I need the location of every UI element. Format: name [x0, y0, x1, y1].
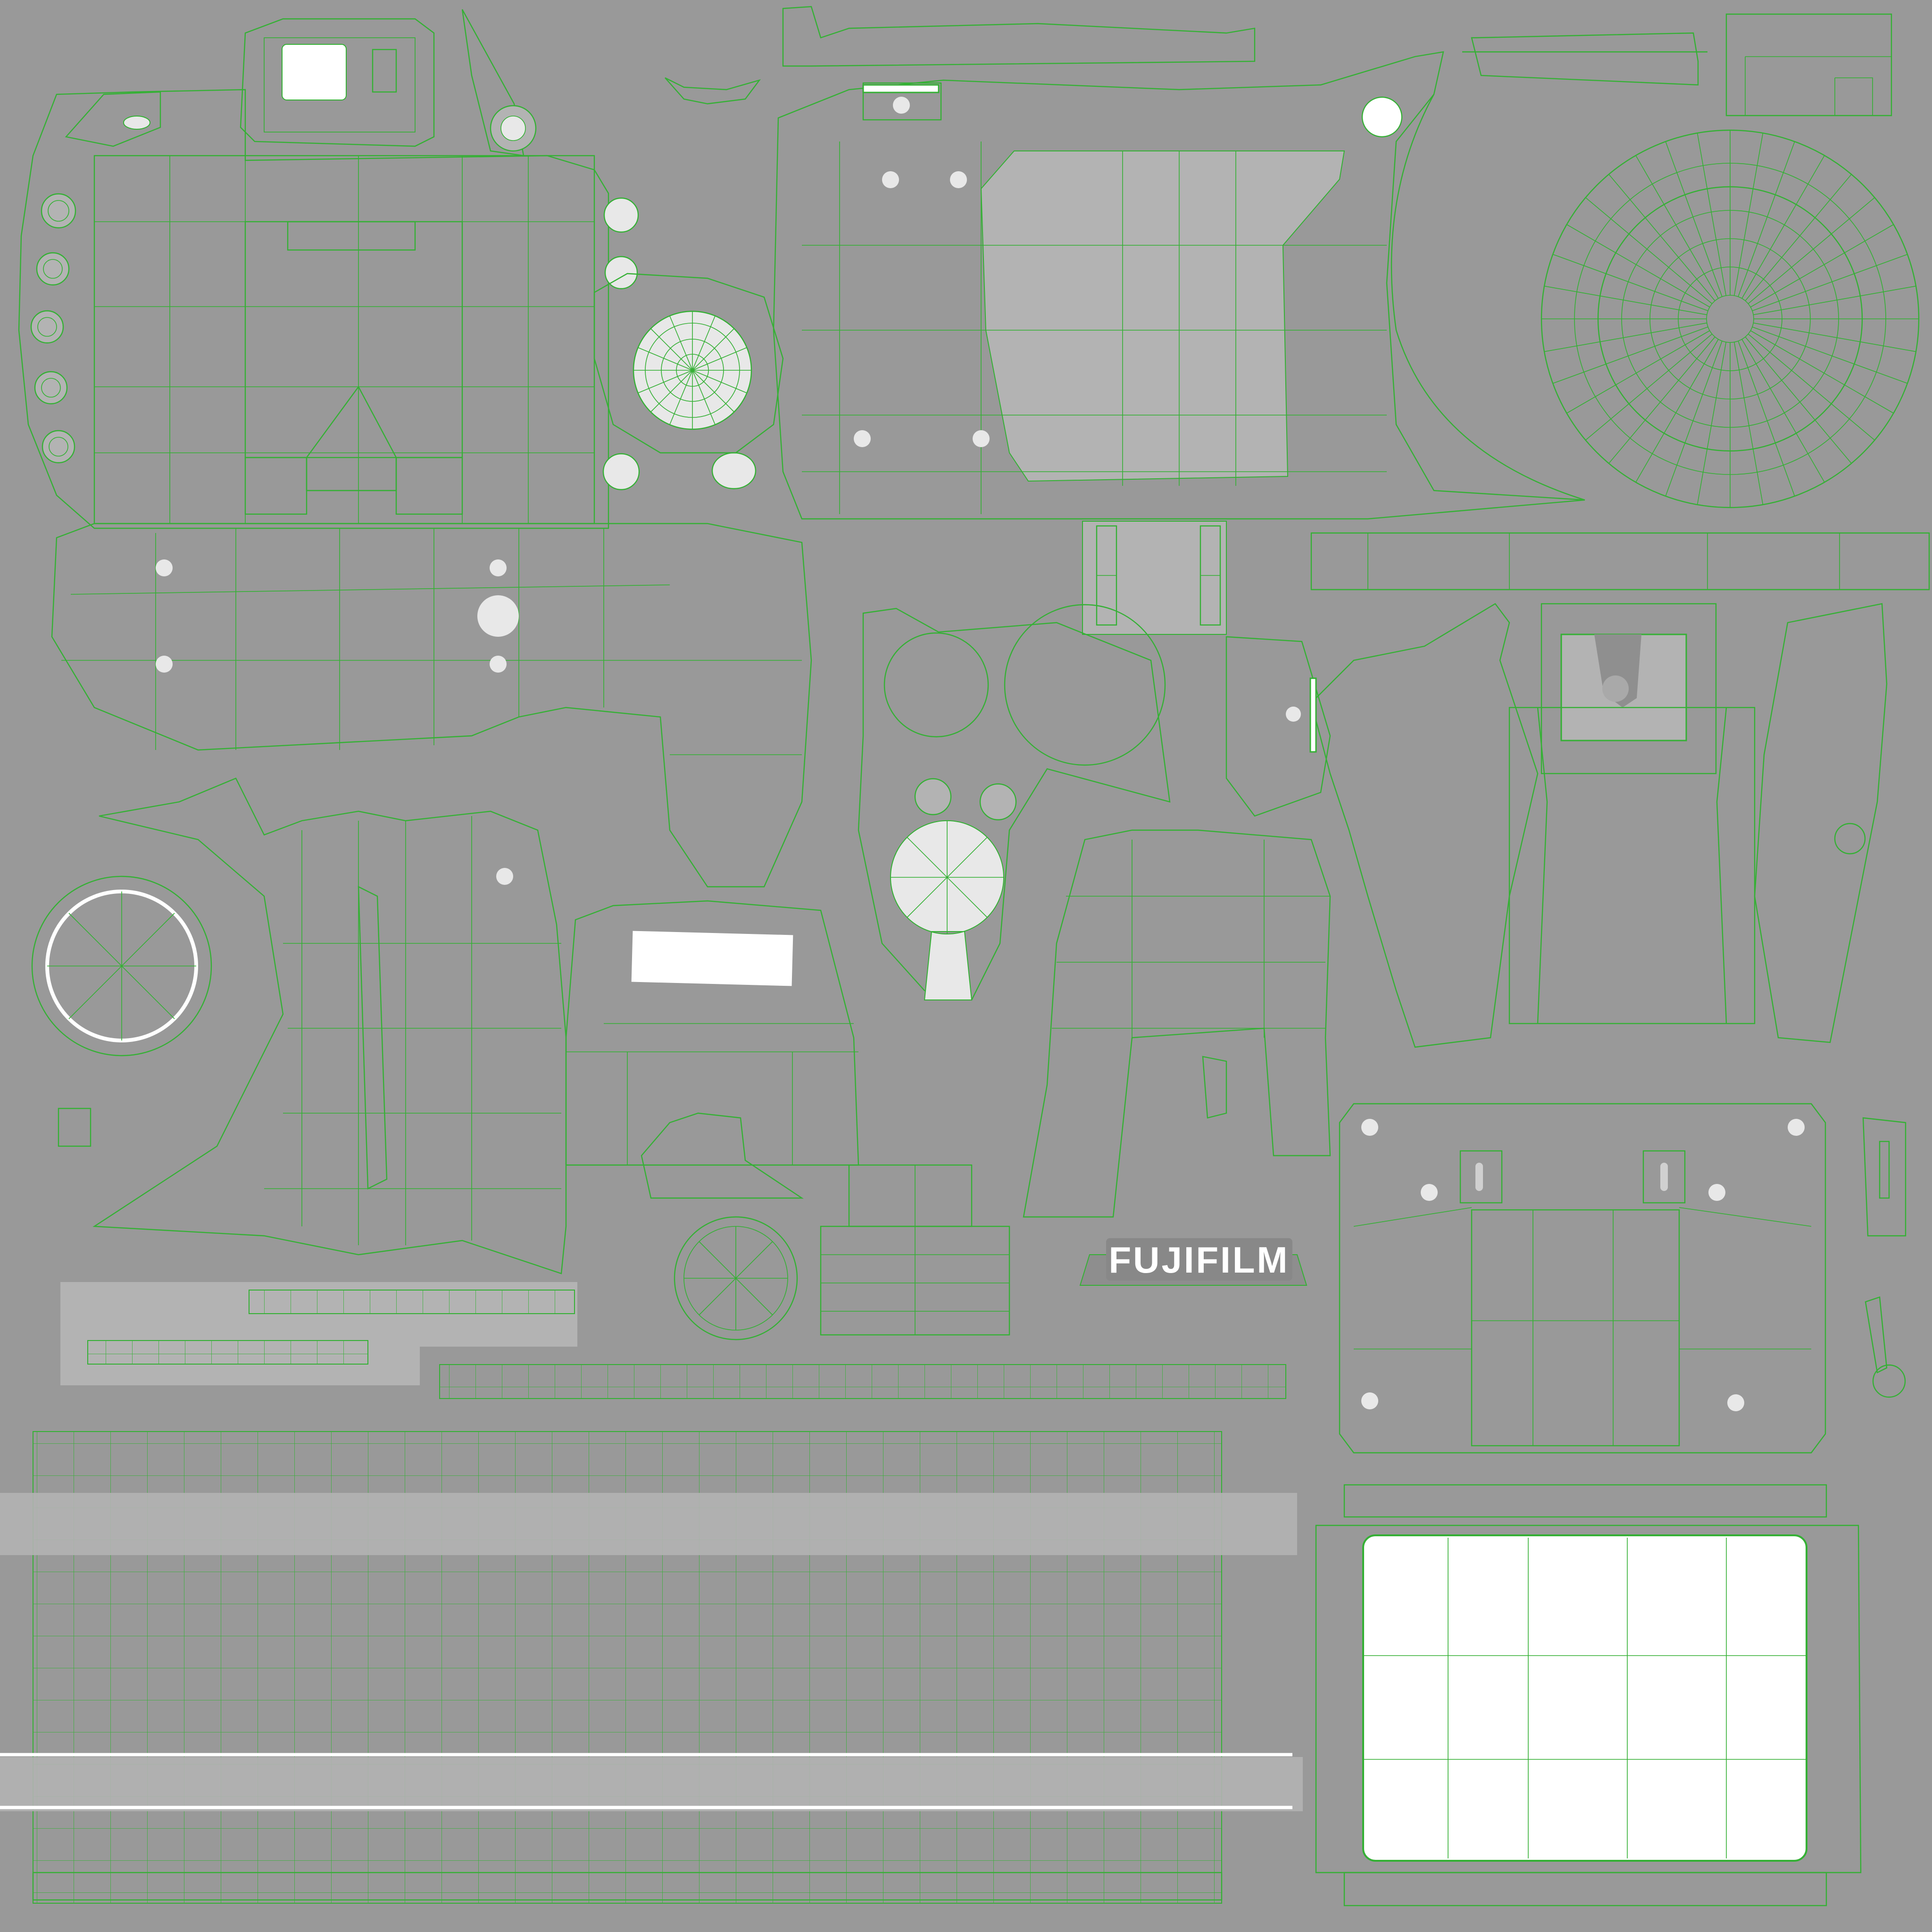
lens-wire-spoke — [1738, 141, 1795, 297]
leather-wrap-grid — [0, 1431, 1303, 1904]
lens-wire-spoke — [1544, 322, 1707, 352]
lever-block — [820, 1164, 1010, 1336]
lens-wire-spoke — [1753, 322, 1916, 352]
lens-wire-spoke — [1750, 330, 1894, 414]
fujifilm-logo-badge: FUJIFILM — [1079, 1238, 1307, 1286]
lens-wire-spoke — [1635, 339, 1719, 483]
lens-wire-spoke — [1697, 133, 1727, 296]
lens-wire-spoke — [1544, 285, 1707, 316]
lens-wire-spoke — [1552, 254, 1708, 311]
lens-wire-spoke — [1741, 155, 1825, 299]
lens-wire-spoke — [1741, 339, 1825, 483]
lens-wire-spoke — [1608, 336, 1715, 464]
lens-wire-spoke — [1566, 330, 1710, 414]
hot-shoe-assembly — [1225, 532, 1930, 1048]
lens-wire-spoke — [1752, 254, 1908, 311]
lens-wire-spoke — [1745, 174, 1852, 301]
four-way-dial — [633, 310, 752, 430]
lens-wire-spoke — [1552, 326, 1708, 384]
lens-wire-spoke — [1665, 141, 1723, 297]
lens-ring-disc — [1391, 94, 1920, 508]
lens-wire-spoke — [1748, 197, 1875, 304]
fujifilm-logo-text: FUJIFILM — [1109, 1239, 1290, 1281]
battery-door-panel — [1082, 521, 1227, 635]
lens-wire-spoke — [1566, 224, 1710, 308]
shutter-dial-disc — [674, 1216, 798, 1341]
lens-wire-spoke — [1750, 224, 1894, 308]
lens-wire-spoke — [1745, 336, 1852, 464]
lens-wire-spoke — [1733, 133, 1764, 296]
grip-side-shell — [31, 777, 567, 1274]
lens-wire-spoke — [1748, 333, 1875, 441]
lens-wire-spoke — [1585, 333, 1713, 441]
lens-wire-spoke — [1752, 326, 1908, 384]
viewfinder-eyepiece — [65, 9, 537, 157]
side-button-column — [30, 193, 76, 464]
lens-wire-spoke — [1608, 174, 1715, 301]
top-plate-piece — [565, 900, 859, 1199]
rear-door-panel — [1339, 1103, 1907, 1454]
bottom-plate — [51, 523, 812, 888]
lcd-screen-panel — [1315, 1484, 1862, 1907]
control-buttons-right-of-lcd — [593, 197, 784, 491]
lens-wire-spoke — [1733, 342, 1764, 505]
lens-wire-spoke — [1738, 341, 1795, 497]
pale-strip-panels — [60, 1282, 1286, 1399]
mode-dial-mount — [858, 604, 1171, 1001]
prism-housing — [1023, 829, 1331, 1218]
front-body-shell — [773, 51, 1585, 520]
top-strip-pieces — [665, 6, 1892, 117]
lens-wire-spoke — [1753, 285, 1916, 316]
lens-wire-spoke — [1635, 155, 1719, 299]
lens-wire-spoke — [1585, 197, 1713, 304]
lens-wire-spoke — [1665, 341, 1723, 497]
lens-wire-spoke — [1697, 342, 1727, 505]
